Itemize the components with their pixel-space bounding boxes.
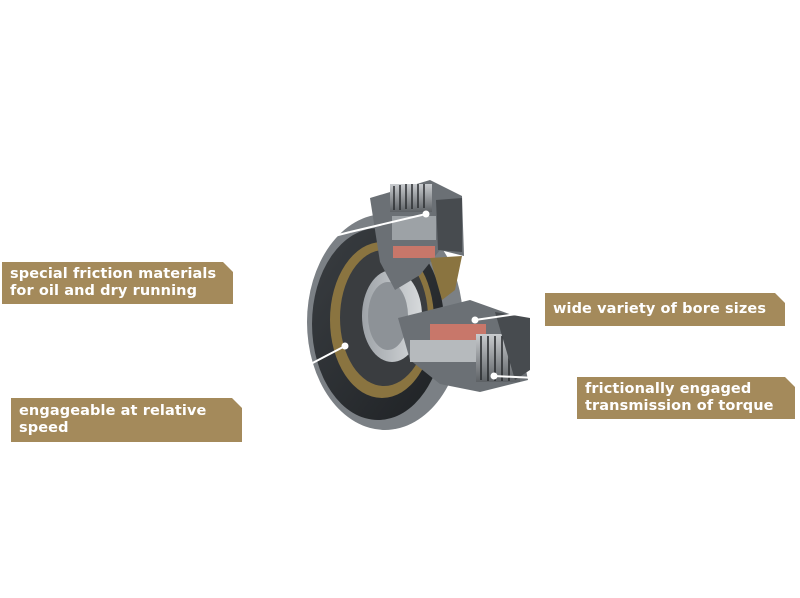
callout-relative-line1: engageable at relative [19, 403, 207, 419]
upper-rib-stack [390, 184, 432, 212]
callout-torque-line1: frictionally engaged [585, 381, 752, 397]
lower-friction-lining [430, 324, 486, 340]
callout-torque-transmission: frictionally engaged transmission of tor… [577, 377, 795, 419]
callout-relative-speed: engageable at relative speed [11, 398, 242, 442]
callout-torque-line2: transmission of torque [585, 398, 774, 414]
callout-friction-line2: for oil and dry running [10, 283, 198, 299]
callout-bore-line1: wide variety of bore sizes [553, 301, 767, 317]
callout-friction-materials: special friction materials for oil and d… [2, 262, 233, 304]
callout-friction-line1: special friction materials [10, 266, 217, 282]
brass-hub [430, 256, 462, 300]
callout-bore-sizes: wide variety of bore sizes [545, 293, 785, 326]
callout-relative-line2: speed [19, 420, 69, 436]
leader-dots [341, 210, 498, 380]
upper-friction-lining [393, 246, 435, 258]
leader-lines [232, 213, 578, 401]
